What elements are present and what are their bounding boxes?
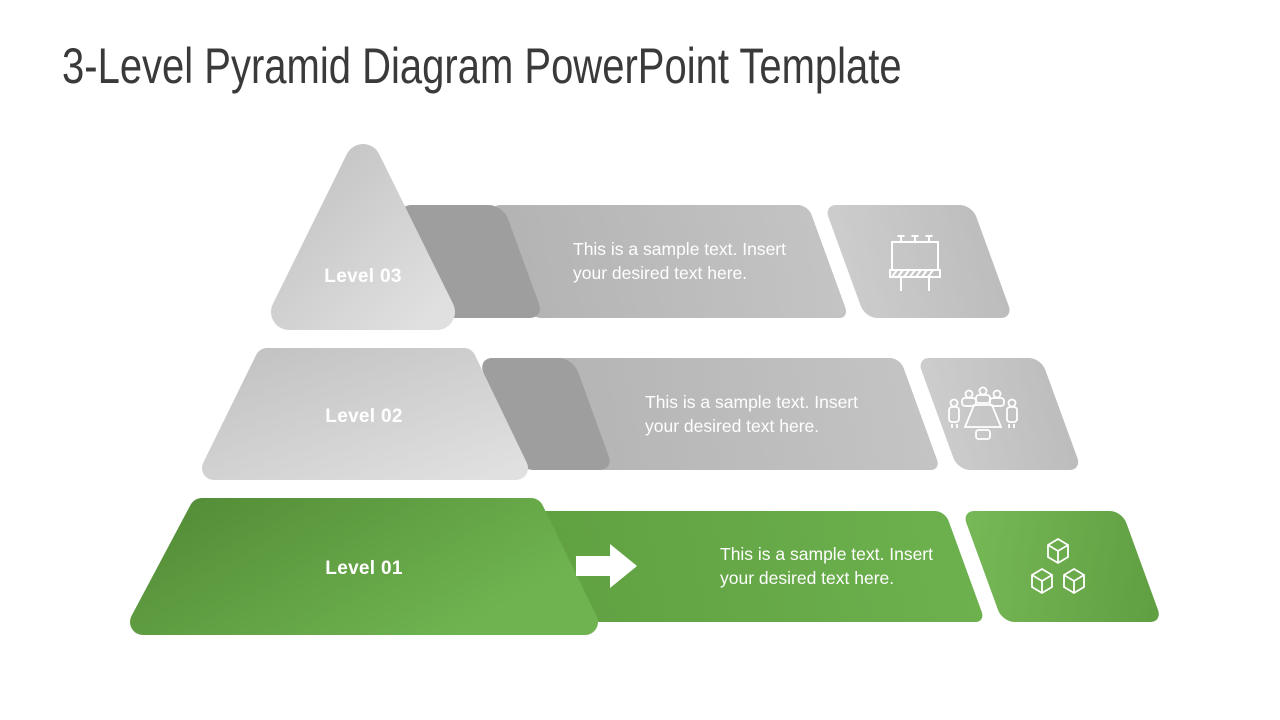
level-01-label: Level 01 bbox=[325, 558, 403, 579]
level-03-description: This is a sample text. Insert your desir… bbox=[573, 238, 786, 285]
level-02-description: This is a sample text. Insert your desir… bbox=[645, 391, 858, 438]
level-02-label: Level 02 bbox=[325, 406, 403, 427]
level-03-description-line2: your desired text here. bbox=[573, 262, 748, 283]
level-01-description-line1: This is a sample text. Insert bbox=[720, 544, 933, 564]
level-03-description-line1: This is a sample text. Insert bbox=[573, 239, 786, 259]
level-03-label: Level 03 bbox=[324, 266, 402, 287]
cubes-icon bbox=[1031, 538, 1085, 594]
page-title: 3-Level Pyramid Diagram PowerPoint Templ… bbox=[62, 40, 1112, 92]
meeting-table-icon bbox=[946, 386, 1020, 444]
billboard-icon bbox=[884, 228, 946, 292]
level-02-description-line2: your desired text here. bbox=[645, 415, 820, 436]
page-title-text: 3-Level Pyramid Diagram PowerPoint Templ… bbox=[62, 38, 902, 94]
level-02-description-line1: This is a sample text. Insert bbox=[645, 392, 858, 412]
level-01-description: This is a sample text. Insert your desir… bbox=[720, 543, 933, 590]
level-01-description-line2: your desired text here. bbox=[720, 567, 895, 588]
